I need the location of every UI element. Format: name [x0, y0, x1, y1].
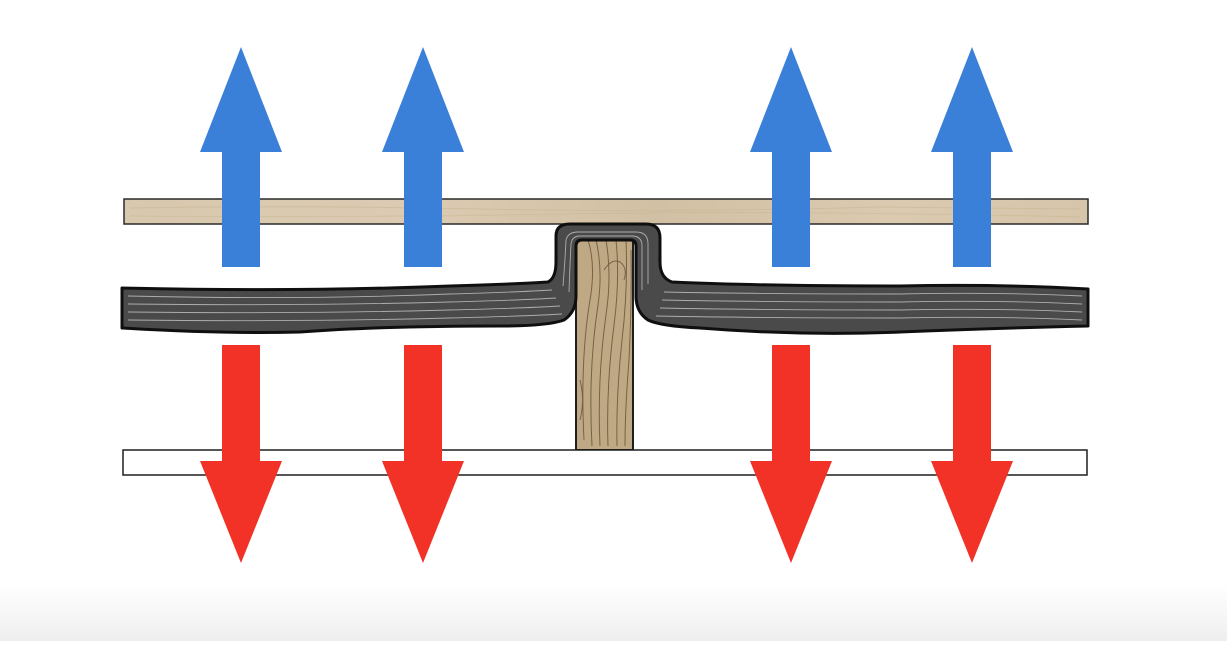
membrane-layer: [120, 222, 1090, 335]
arrow-up-icon: [382, 47, 464, 267]
bottom-shade: [0, 585, 1227, 641]
arrow-up-icon: [931, 47, 1013, 267]
bottom-board: [122, 449, 1088, 476]
arrow-down-icon: [750, 345, 832, 563]
wood-stud: [575, 235, 634, 451]
arrow-down-icon: [200, 345, 282, 563]
arrow-up-icon: [750, 47, 832, 267]
top-board: [123, 198, 1089, 225]
arrow-down-icon: [382, 345, 464, 563]
arrow-up-icon: [200, 47, 282, 267]
arrow-down-icon: [931, 345, 1013, 563]
down-arrows-group: [200, 345, 1013, 563]
up-arrows-group: [200, 47, 1013, 267]
